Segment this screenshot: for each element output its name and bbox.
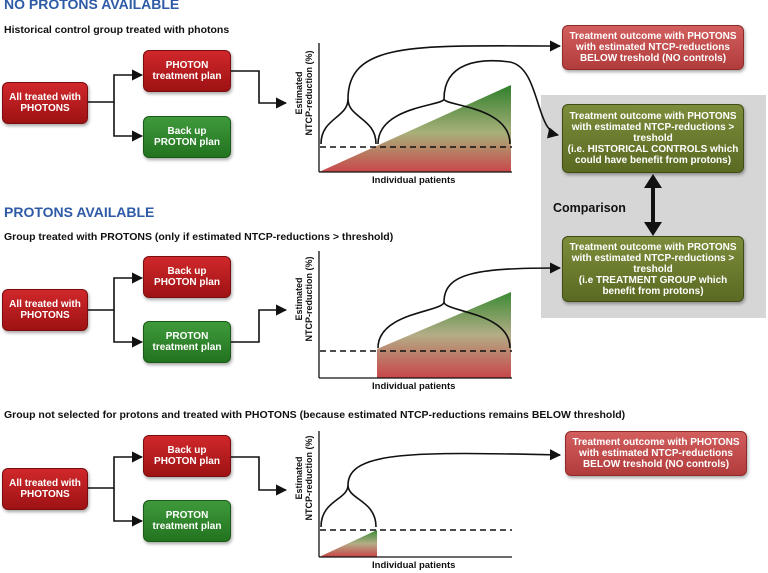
outcome-photons-below-threshold-1: Treatment outcome with PHOTONS with esti… <box>562 25 744 70</box>
proton-treatment-plan-box-3: PROTON treatment plan <box>143 500 231 542</box>
outcome-treatment-group: Treatment outcome with PROTONS with esti… <box>562 236 744 302</box>
heading-protons-available: PROTONS AVAILABLE <box>4 204 155 220</box>
all-treated-photons-box-1: All treated with PHOTONS <box>2 82 88 124</box>
subtitle-historical-control: Historical control group treated with ph… <box>4 24 230 36</box>
backup-proton-plan-box-1: Back up PROTON plan <box>143 116 231 158</box>
chart2-triangle <box>377 292 511 378</box>
backup-photon-plan-box-3: Back up PHOTON plan <box>143 435 231 477</box>
outcome-photons-below-threshold-2: Treatment outcome with PHOTONS with esti… <box>565 431 747 476</box>
chart3 <box>318 431 562 558</box>
chart3-triangle <box>319 530 377 557</box>
chart1-triangle <box>319 85 511 172</box>
all-treated-photons-box-2: All treated with PHOTONS <box>2 289 88 331</box>
subtitle-not-selected: Group not selected for protons and treat… <box>4 409 626 421</box>
chart3-xlabel: Individual patients <box>372 560 456 571</box>
chart1-xlabel: Individual patients <box>372 175 456 186</box>
photon-treatment-plan-box-1: PHOTON treatment plan <box>143 50 231 92</box>
heading-no-protons: NO PROTONS AVAILABLE <box>4 0 180 12</box>
comparison-label: Comparison <box>553 201 626 215</box>
section3-connectors <box>88 451 288 527</box>
subtitle-proton-group: Group treated with PROTONS (only if esti… <box>4 231 394 243</box>
all-treated-photons-box-3: All treated with PHOTONS <box>2 468 88 510</box>
backup-photon-plan-box-2: Back up PHOTON plan <box>143 256 231 298</box>
proton-treatment-plan-box-2: PROTON treatment plan <box>143 321 231 363</box>
chart2 <box>318 251 562 379</box>
outcome-historical-controls: Treatment outcome with PHOTONS with esti… <box>562 104 744 173</box>
section2-connectors <box>88 272 288 348</box>
section1-connectors <box>88 69 288 142</box>
chart2-xlabel: Individual patients <box>372 381 456 392</box>
chart1 <box>318 40 562 173</box>
comparison-double-arrow <box>644 174 662 236</box>
